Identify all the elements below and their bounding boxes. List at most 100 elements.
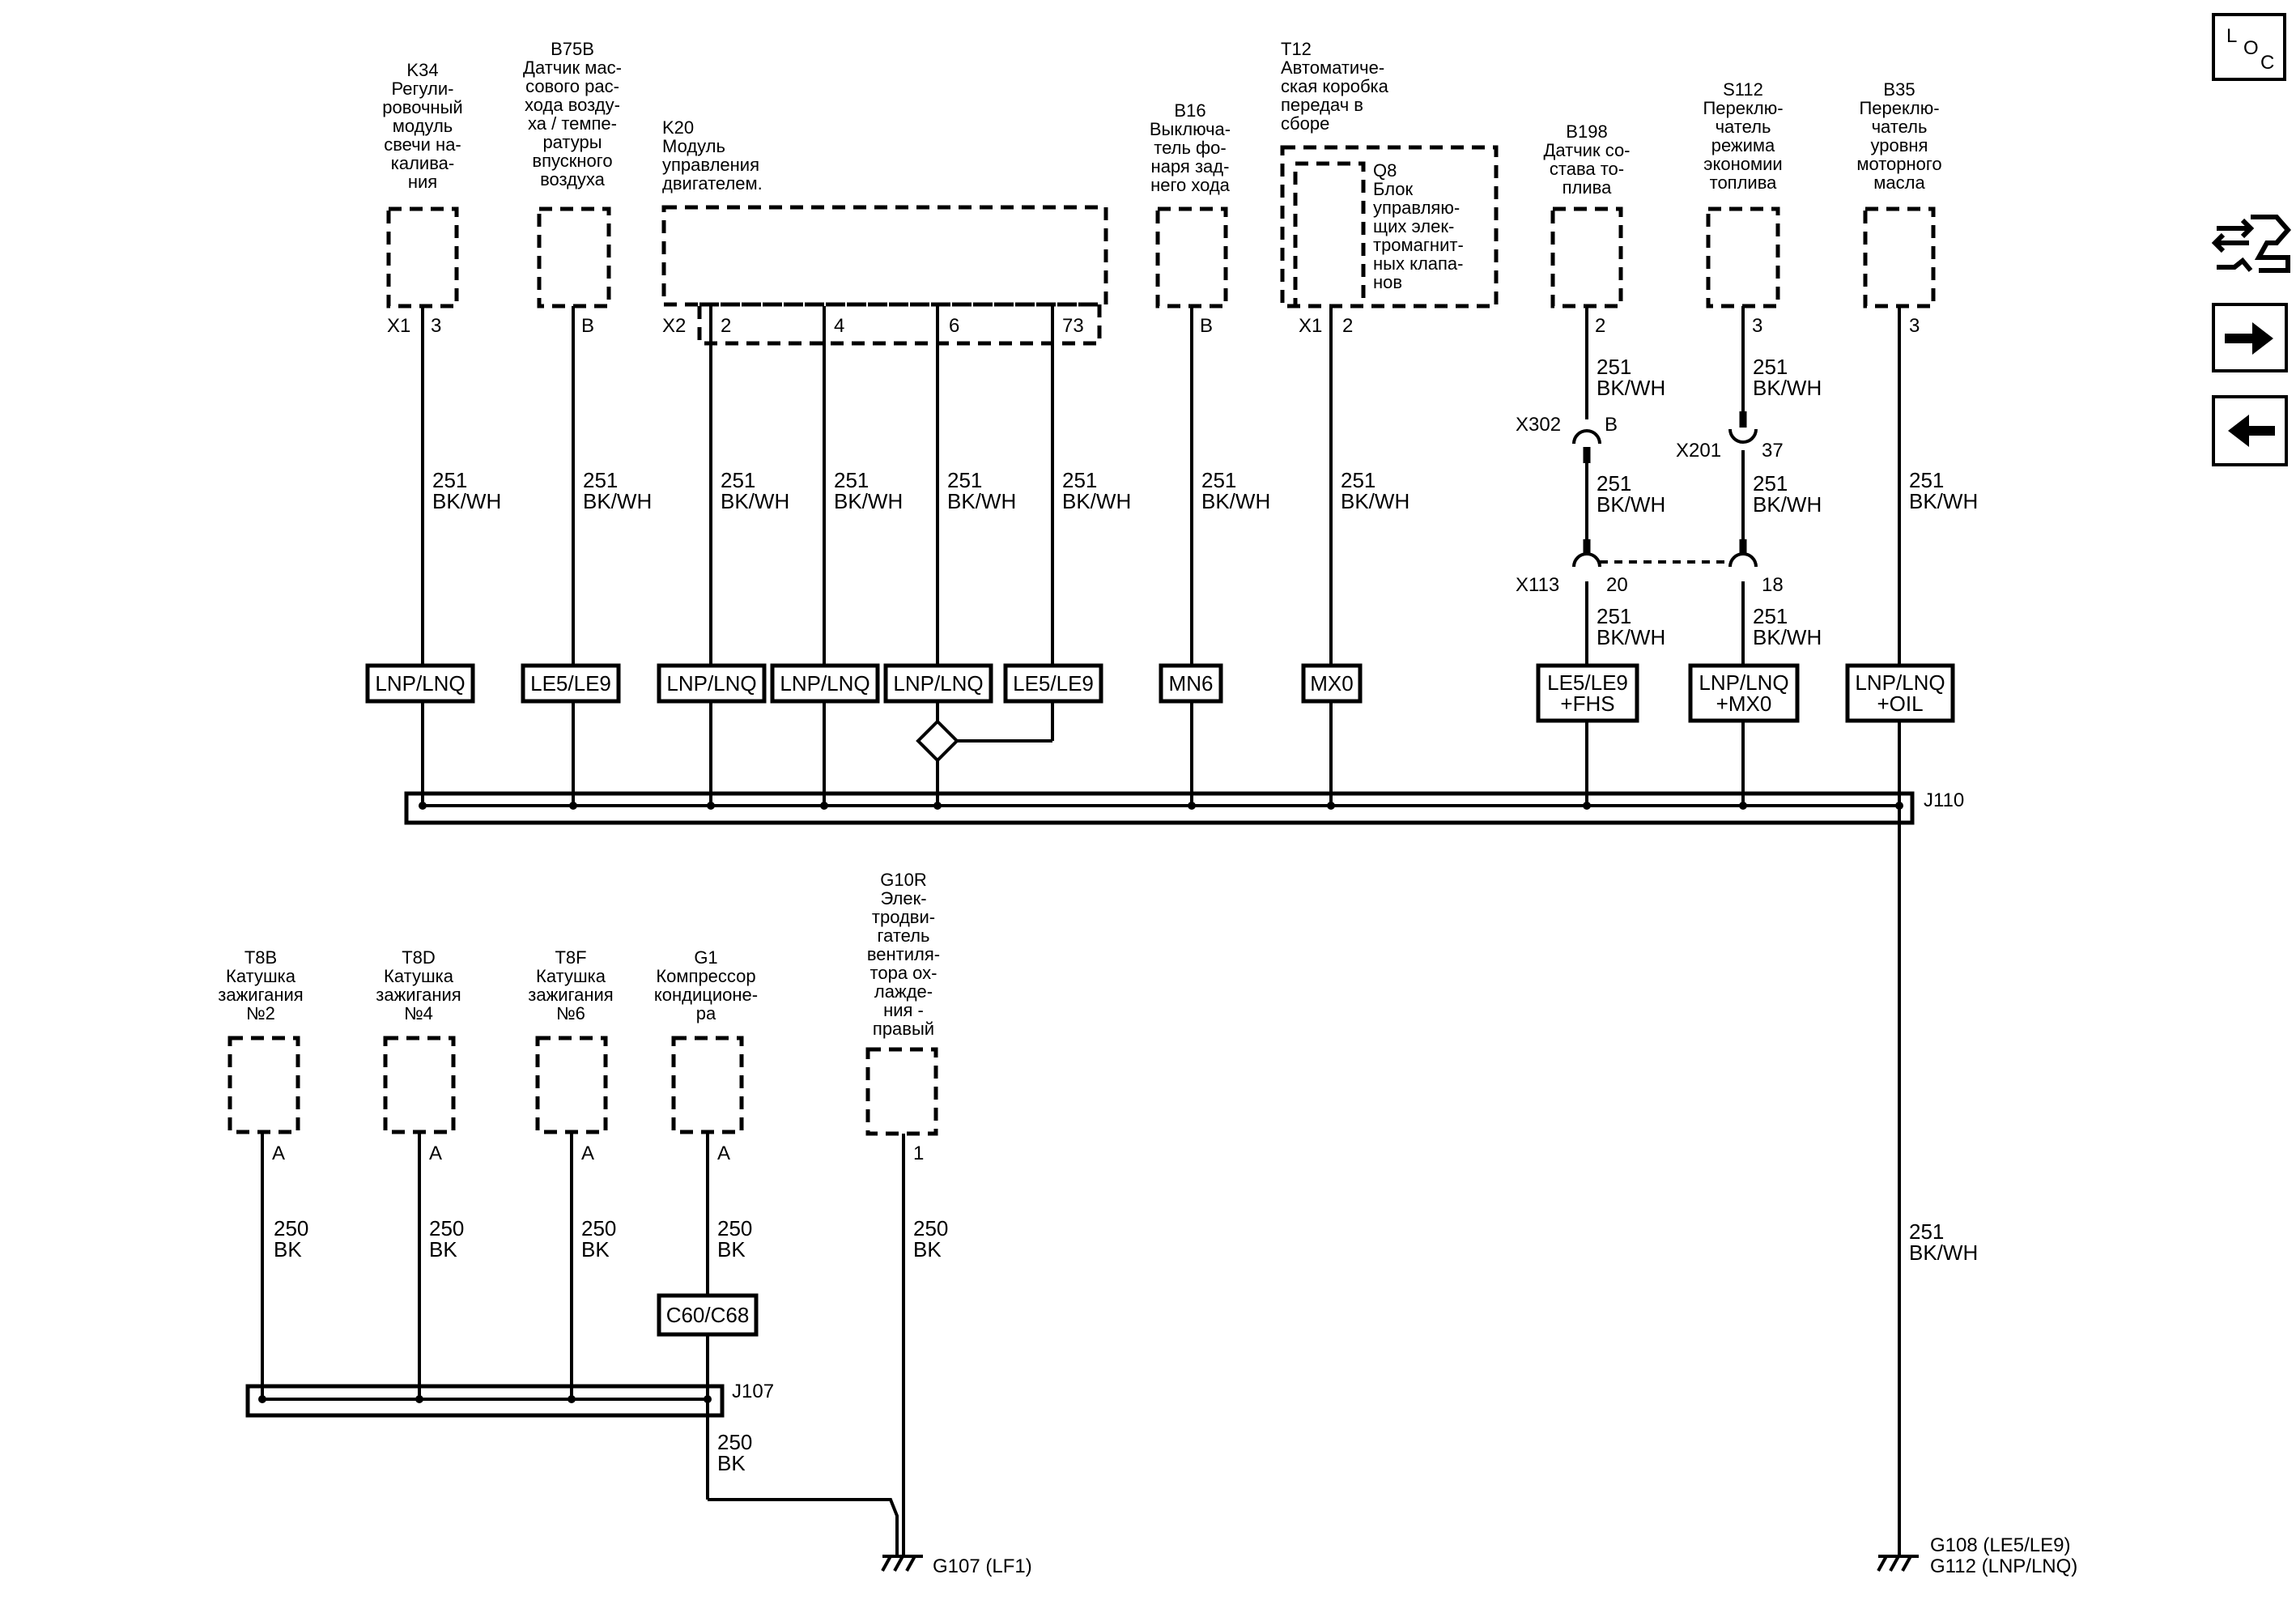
svg-text:BK: BK [274, 1237, 302, 1262]
svg-text:воздуха: воздуха [540, 169, 606, 189]
svg-text:ская коробка: ская коробка [1281, 76, 1389, 96]
svg-text:ровочный: ровочный [382, 97, 462, 117]
svg-text:BK/WH: BK/WH [721, 489, 789, 513]
svg-text:+MX0: +MX0 [1716, 691, 1772, 716]
svg-text:G1: G1 [694, 947, 717, 968]
component-box-k34 [386, 206, 459, 309]
svg-text:BK/WH: BK/WH [1753, 625, 1822, 649]
svg-text:250: 250 [274, 1216, 308, 1240]
pin-label-g1: A [717, 1143, 730, 1164]
svg-text:ра: ра [696, 1003, 716, 1023]
svg-text:T12: T12 [1281, 39, 1312, 59]
svg-text:кондиционе-: кондиционе- [654, 985, 758, 1005]
component-box-t8d [383, 1036, 456, 1134]
svg-text:Датчик мас-: Датчик мас- [523, 57, 622, 78]
svg-text:Переклю-: Переклю- [1859, 98, 1939, 118]
svg-text:BK/WH: BK/WH [1597, 625, 1665, 649]
svg-text:правый: правый [873, 1019, 934, 1039]
svg-text:LNP/LNQ: LNP/LNQ [893, 671, 983, 696]
loc-letter-o: O [2243, 37, 2259, 59]
svg-text:LE5/LE9: LE5/LE9 [1547, 670, 1628, 695]
svg-text:K20: K20 [662, 117, 694, 138]
svg-text:251: 251 [1597, 355, 1631, 379]
arrow-right-icon [2252, 322, 2273, 355]
svg-text:гатель: гатель [878, 926, 930, 946]
svg-text:BK: BK [717, 1237, 746, 1262]
pin-label-b16: B [1200, 315, 1213, 337]
pin-label-x1-t12: X1 [1299, 315, 1322, 337]
svg-text:двигателем.: двигателем. [662, 173, 763, 194]
svg-text:ния: ния [408, 172, 437, 192]
svg-text:него хода: него хода [1150, 175, 1231, 195]
svg-text:+OIL: +OIL [1877, 691, 1923, 716]
svg-text:BK/WH: BK/WH [1341, 489, 1409, 513]
svg-text:LE5/LE9: LE5/LE9 [530, 671, 611, 696]
svg-text:зажигания: зажигания [376, 985, 461, 1005]
svg-text:251: 251 [1062, 468, 1097, 492]
svg-text:Выключа-: Выключа- [1150, 119, 1231, 139]
component-box-s112 [1706, 206, 1780, 309]
component-q8-title: Q8 Блок управляю- щих элек- тромагнит- н… [1373, 160, 1464, 292]
component-box-b35 [1863, 206, 1936, 309]
svg-text:экономии: экономии [1703, 154, 1782, 174]
component-box-t8f [535, 1036, 608, 1134]
svg-text:BK/WH: BK/WH [1909, 1240, 1978, 1265]
svg-text:251: 251 [1753, 604, 1788, 628]
svg-text:BK: BK [913, 1237, 942, 1262]
option-box-t12: MX0 [1301, 663, 1363, 704]
component-box-b75b [537, 206, 611, 309]
pin-label-t12: 2 [1342, 315, 1353, 337]
svg-text:250: 250 [717, 1216, 752, 1240]
prev-page-button[interactable] [2212, 395, 2288, 466]
pin-label-t8f: A [581, 1143, 594, 1164]
svg-text:251: 251 [721, 468, 755, 492]
svg-text:BK/WH: BK/WH [1201, 489, 1270, 513]
svg-text:251: 251 [1753, 355, 1788, 379]
svg-text:калива-: калива- [391, 153, 454, 173]
svg-text:лажде-: лажде- [874, 981, 933, 1002]
svg-text:чатель: чатель [1716, 117, 1771, 137]
svg-text:251: 251 [583, 468, 618, 492]
svg-text:LNP/LNQ: LNP/LNQ [1699, 670, 1788, 695]
component-g1-title: G1 Компрессор кондиционе- ра [654, 947, 758, 1023]
svg-text:BK/WH: BK/WH [1753, 376, 1822, 400]
svg-text:S112: S112 [1723, 79, 1763, 100]
option-box-b16: MN6 [1159, 663, 1223, 704]
pin-label-t8b: A [272, 1143, 285, 1164]
svg-text:управляю-: управляю- [1373, 198, 1460, 218]
next-page-button[interactable] [2212, 303, 2288, 372]
svg-text:сового рас-: сового рас- [525, 76, 619, 96]
svg-text:251: 251 [1597, 471, 1631, 496]
svg-text:BK/WH: BK/WH [1753, 492, 1822, 517]
component-t12-title: T12 Автоматиче- ская коробка передач в с… [1281, 39, 1389, 134]
pin-label-b75b: B [581, 315, 594, 337]
svg-text:ратуры: ратуры [542, 132, 602, 152]
loc-letter-c: C [2260, 52, 2274, 74]
connector-view-icon[interactable] [2211, 215, 2291, 273]
pin-label-s112: 3 [1752, 315, 1762, 337]
svg-text:251: 251 [1909, 468, 1944, 492]
svg-text:BK: BK [581, 1237, 610, 1262]
svg-text:BK/WH: BK/WH [1597, 492, 1665, 517]
ground-label-g107: G107 (LF1) [933, 1555, 1032, 1577]
svg-text:BK/WH: BK/WH [1597, 376, 1665, 400]
svg-text:LNP/LNQ: LNP/LNQ [1855, 670, 1945, 695]
svg-text:моторного: моторного [1856, 154, 1941, 174]
component-box-q8 [1293, 161, 1366, 309]
pin-label-b198: 2 [1595, 315, 1605, 337]
splice-bar-j110 [404, 791, 1915, 825]
component-box-b198 [1550, 206, 1623, 309]
splice-bar-j107 [245, 1384, 725, 1418]
ground-label-g108: G108 (LE5/LE9) [1930, 1534, 2070, 1556]
svg-text:LNP/LNQ: LNP/LNQ [780, 671, 870, 696]
svg-text:плива: плива [1563, 177, 1612, 198]
svg-text:сборе: сборе [1281, 113, 1329, 134]
svg-text:BK/WH: BK/WH [1062, 489, 1131, 513]
svg-text:BK: BK [429, 1237, 457, 1262]
option-box-k20-4: LNP/LNQ [770, 663, 880, 704]
pin-label-b35: 3 [1909, 315, 1920, 337]
svg-text:BK/WH: BK/WH [947, 489, 1016, 513]
loc-button[interactable]: L O C [2212, 13, 2286, 81]
